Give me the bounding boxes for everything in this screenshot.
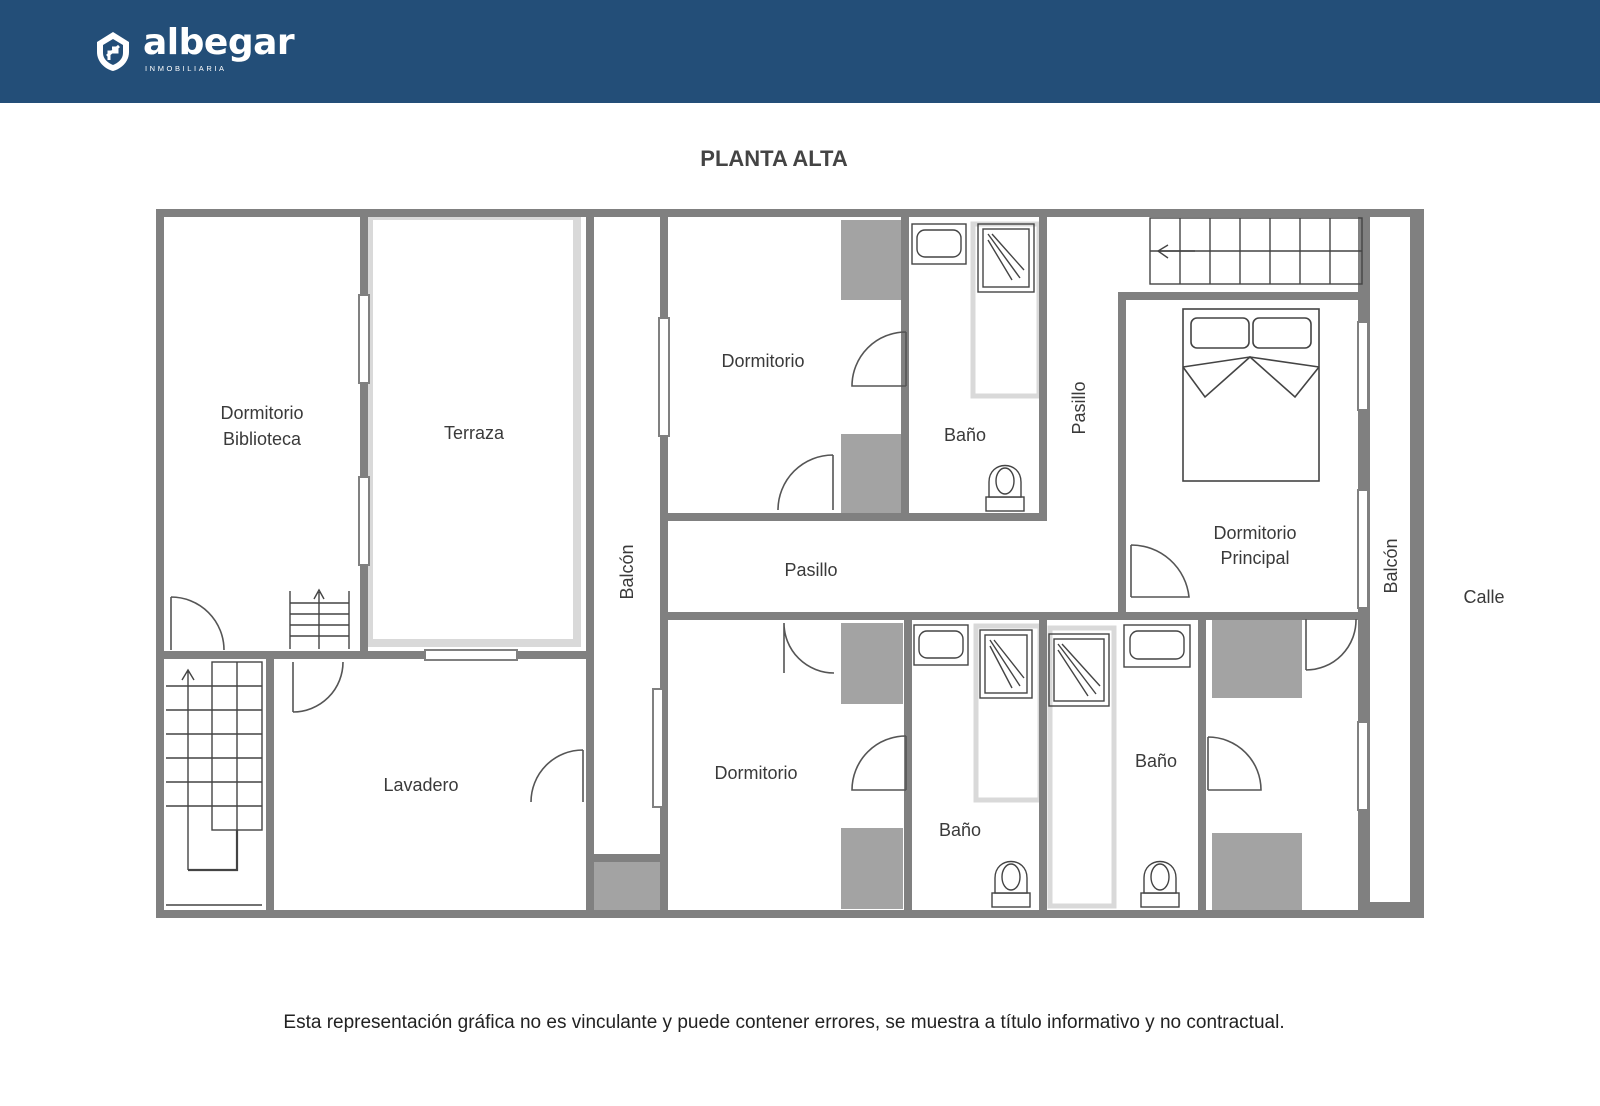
room-label-dormitorio-top: Dormitorio bbox=[721, 351, 804, 371]
room-label-bano-bottom-left: Baño bbox=[939, 820, 981, 840]
header-bar: albegar INMOBILIARIA bbox=[0, 0, 1600, 103]
room-label-dormitorio-bottom: Dormitorio bbox=[714, 763, 797, 783]
room-label-bano-top: Baño bbox=[944, 425, 986, 445]
brand-logo[interactable]: albegar INMOBILIARIA bbox=[95, 22, 395, 78]
room-label-dormitorio-principal-line2: Principal bbox=[1220, 548, 1289, 568]
room-label-balcon-left: Balcón bbox=[617, 544, 637, 599]
outside-label-calle: Calle bbox=[1463, 587, 1504, 607]
brand-tagline: INMOBILIARIA bbox=[145, 64, 227, 73]
double-bed bbox=[1182, 308, 1320, 482]
room-labels: Dormitorio Biblioteca Terraza Lavadero B… bbox=[220, 351, 1504, 840]
toilets bbox=[985, 465, 1180, 908]
room-label-dormitorio-principal-line1: Dormitorio bbox=[1213, 523, 1296, 543]
door-swings bbox=[170, 331, 1357, 803]
closets bbox=[593, 220, 1302, 912]
plan-title: PLANTA ALTA bbox=[700, 146, 848, 171]
room-label-pasillo-center: Pasillo bbox=[784, 560, 837, 580]
showers bbox=[977, 223, 1110, 707]
room-label-balcon-right: Balcón bbox=[1381, 538, 1401, 593]
brand-name: albegar bbox=[143, 22, 295, 63]
room-label-terraza: Terraza bbox=[444, 423, 505, 443]
disclaimer-text: Esta representación gráfica no es vincul… bbox=[283, 1012, 1285, 1033]
room-label-dormitorio-biblioteca-line1: Dormitorio bbox=[220, 403, 303, 423]
room-label-lavadero: Lavadero bbox=[383, 775, 458, 795]
room-label-pasillo-vertical: Pasillo bbox=[1069, 381, 1089, 434]
sinks bbox=[911, 223, 1191, 668]
windows bbox=[358, 294, 1369, 811]
room-label-dormitorio-biblioteca-line2: Biblioteca bbox=[223, 429, 302, 449]
staircases bbox=[166, 217, 1363, 906]
house-shield-icon bbox=[97, 32, 129, 71]
room-label-bano-bottom-right: Baño bbox=[1135, 751, 1177, 771]
